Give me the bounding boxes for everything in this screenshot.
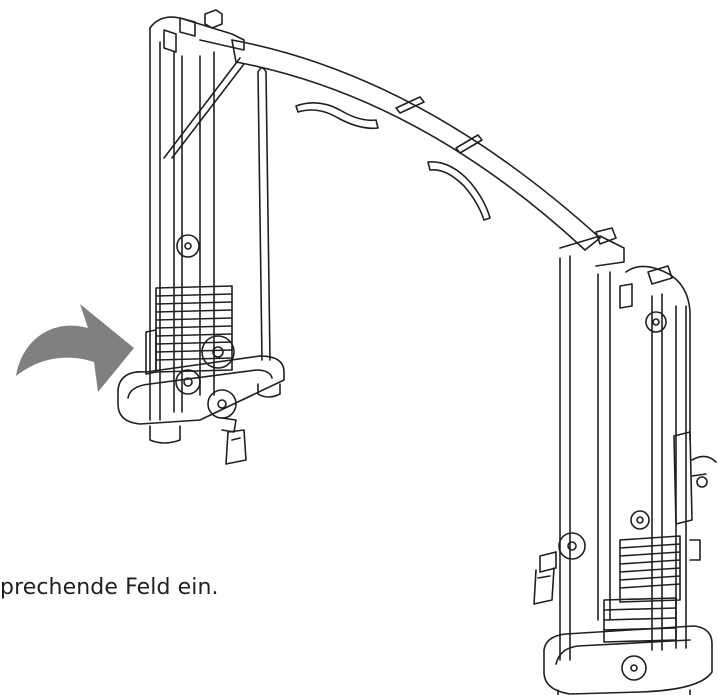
left-tower <box>117 9 285 465</box>
right-tower <box>533 227 717 695</box>
instruction-caption: prechende Feld ein. <box>0 575 219 600</box>
curved-arrow-icon <box>16 304 134 392</box>
pullup-handles <box>295 96 491 221</box>
overhead-arch-beam <box>231 39 601 251</box>
